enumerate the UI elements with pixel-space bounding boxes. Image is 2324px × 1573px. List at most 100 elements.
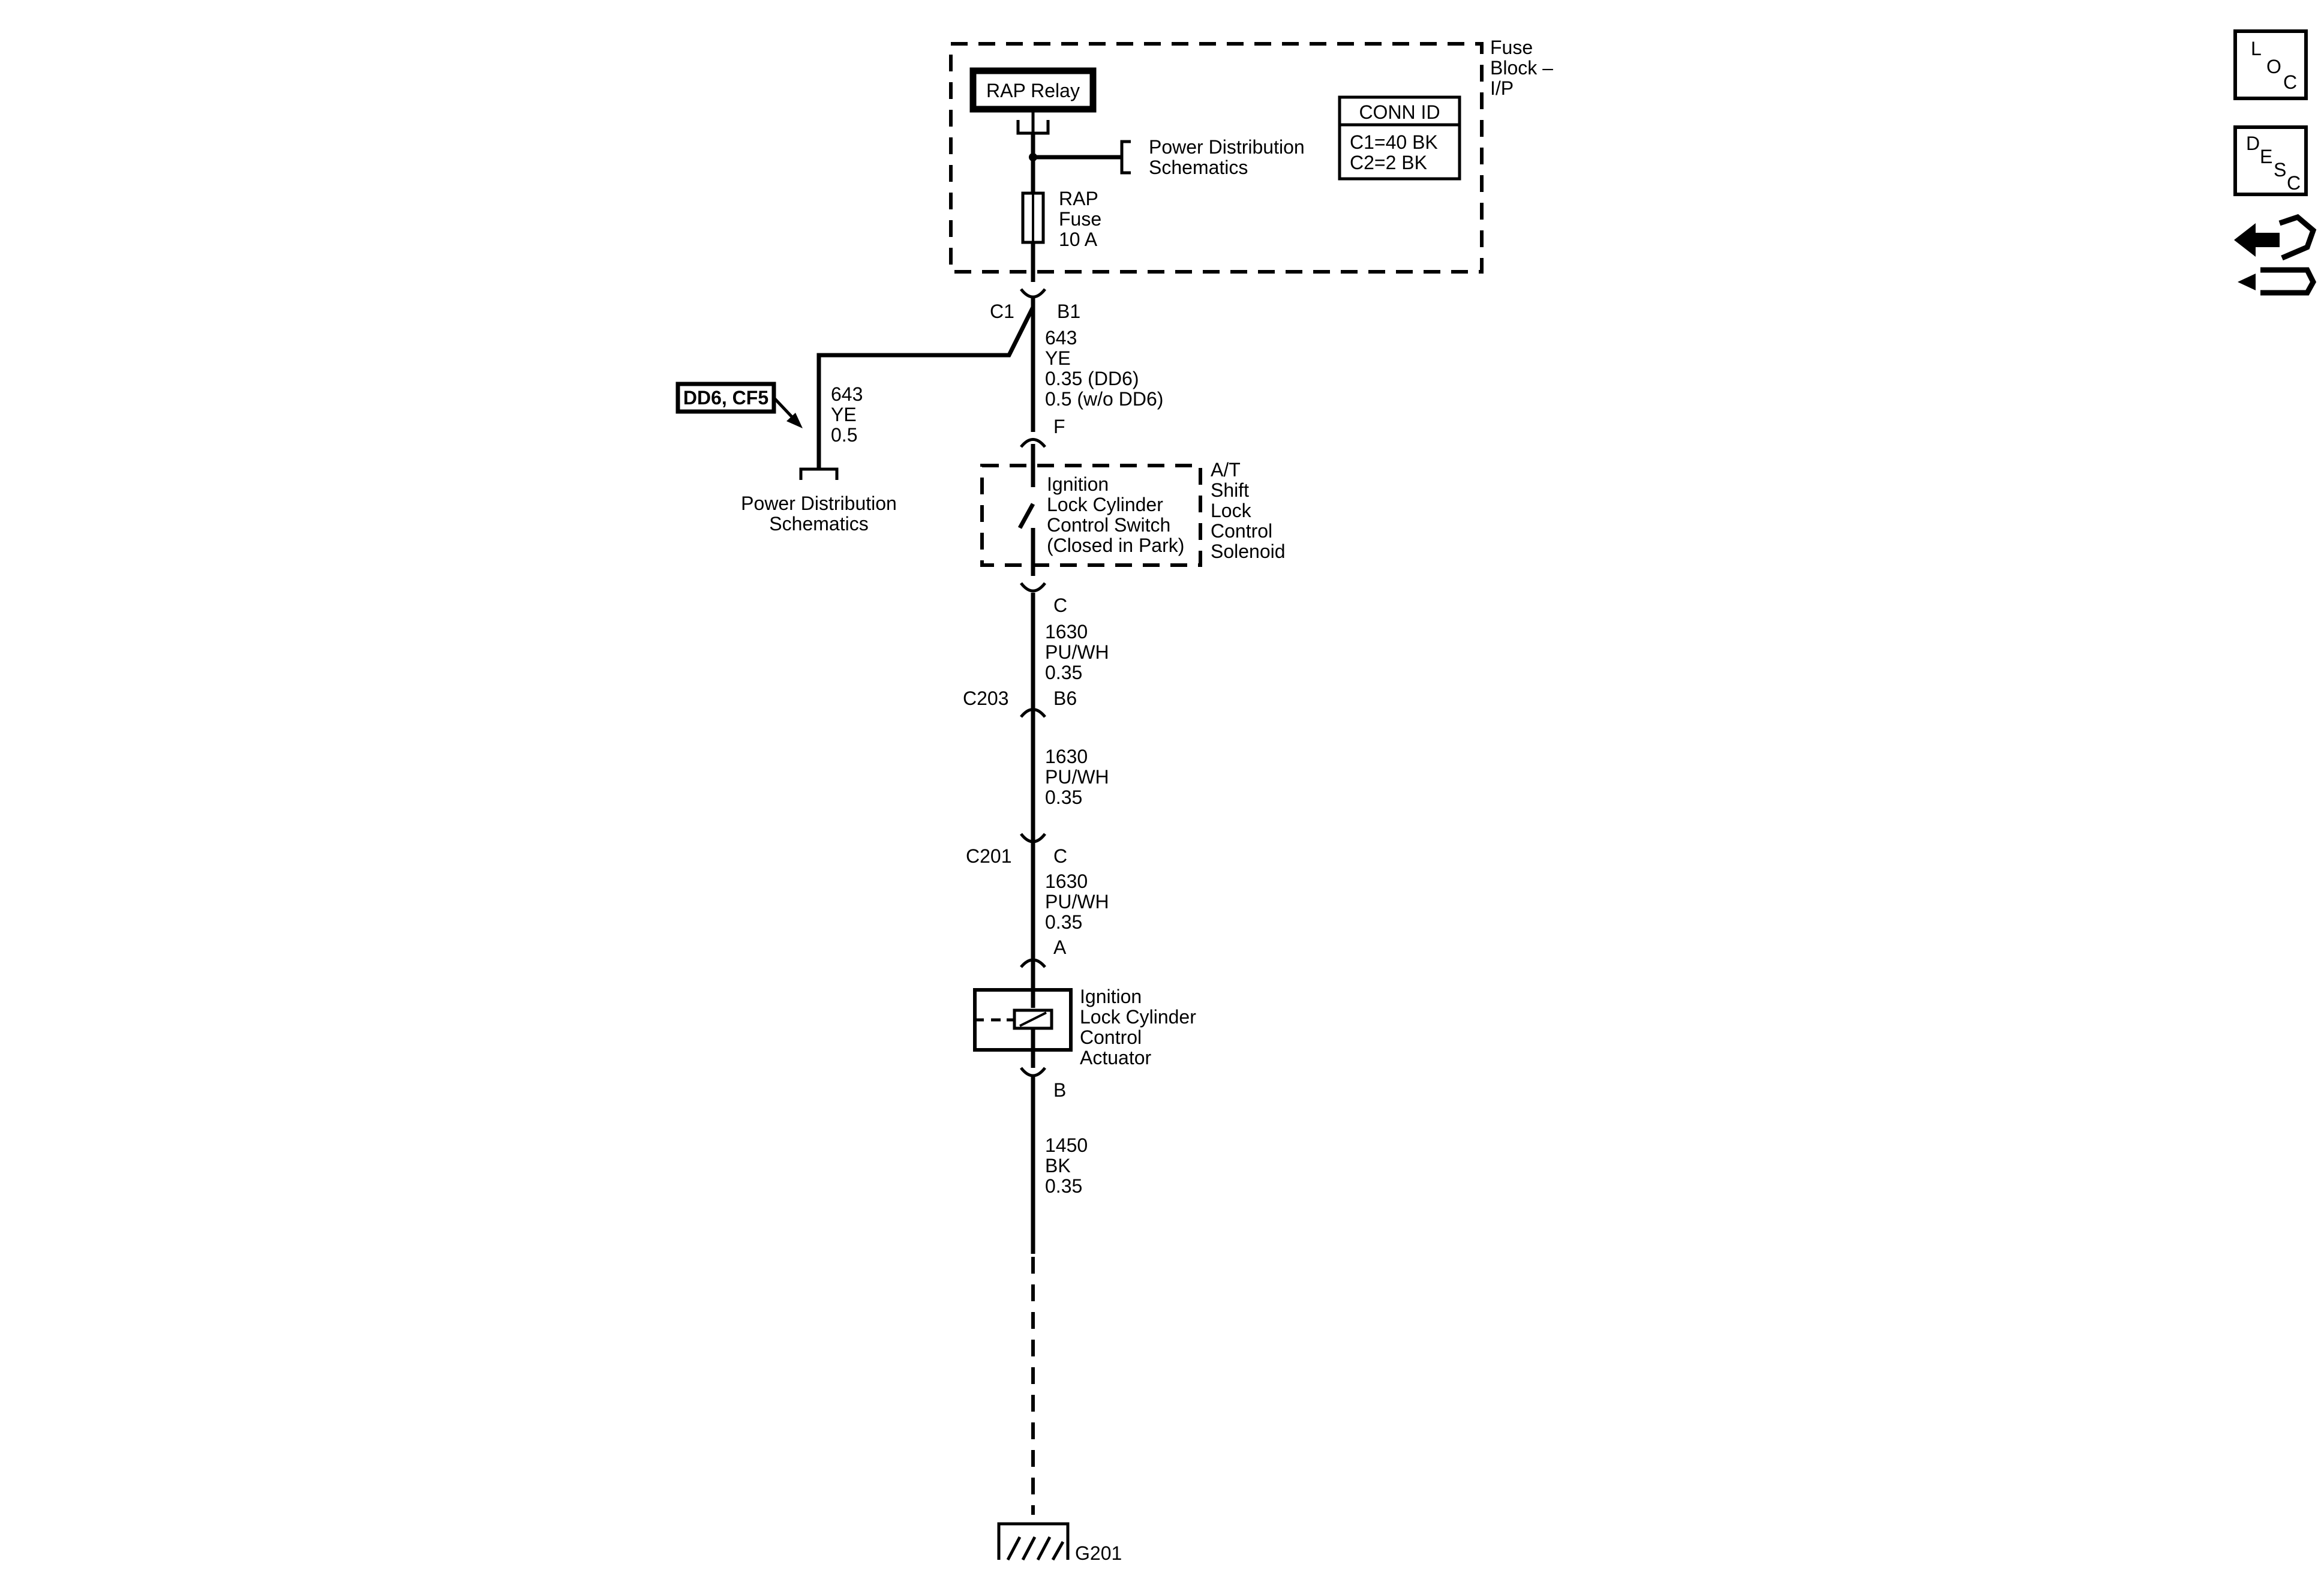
svg-text:YE: YE bbox=[1045, 347, 1071, 369]
option-tag-arrow bbox=[773, 397, 796, 421]
rap-relay-box[interactable] bbox=[969, 67, 1097, 113]
svg-text:PU/WH: PU/WH bbox=[1045, 641, 1109, 663]
svg-text:Power Distribution: Power Distribution bbox=[741, 493, 897, 514]
branch-power-distribution-ref[interactable]: Power Distribution Schematics bbox=[741, 493, 897, 535]
wire-1630-a-label: 1630 PU/WH 0.35 bbox=[1045, 621, 1109, 683]
svg-text:Lock Cylinder: Lock Cylinder bbox=[1047, 494, 1163, 515]
shift-lock-solenoid-boundary bbox=[980, 464, 1202, 567]
svg-text:Control: Control bbox=[1080, 1026, 1142, 1048]
svg-text:1630: 1630 bbox=[1045, 621, 1088, 643]
wire-1450-label: 1450 BK 0.35 bbox=[1045, 1134, 1088, 1197]
svg-text:0.35 (DD6): 0.35 (DD6) bbox=[1045, 368, 1139, 389]
connector-c203 bbox=[1020, 708, 1046, 718]
pin-f-label: F bbox=[1053, 416, 1065, 437]
conn-id-c2: C2=2 BK bbox=[1350, 152, 1427, 173]
connector-c201-label: C201 bbox=[966, 845, 1012, 867]
svg-text:0.5 (w/o DD6): 0.5 (w/o DD6) bbox=[1045, 388, 1163, 410]
svg-text:Schematics: Schematics bbox=[769, 513, 868, 535]
conn-id-box bbox=[1338, 95, 1461, 181]
svg-text:RAP: RAP bbox=[1059, 188, 1098, 209]
svg-text:C: C bbox=[2283, 71, 2297, 93]
connector-c203-label: C203 bbox=[963, 688, 1009, 709]
svg-text:10 A: 10 A bbox=[1059, 229, 1098, 250]
desc-button[interactable] bbox=[2233, 125, 2308, 196]
svg-text:PU/WH: PU/WH bbox=[1045, 766, 1109, 788]
svg-text:A/T: A/T bbox=[1211, 459, 1241, 481]
svg-text:YE: YE bbox=[831, 404, 857, 425]
svg-text:643: 643 bbox=[1045, 327, 1077, 349]
connector-c201 bbox=[1020, 833, 1046, 843]
connector-c1-b1 bbox=[1020, 288, 1046, 299]
svg-text:Ignition: Ignition bbox=[1047, 473, 1109, 495]
svg-text:Lock Cylinder: Lock Cylinder bbox=[1080, 1006, 1196, 1028]
ignition-lock-cylinder-control-switch[interactable] bbox=[1017, 503, 1035, 529]
wire-643-main-label: 643 YE 0.35 (DD6) 0.5 (w/o DD6) bbox=[1045, 327, 1163, 410]
fuse-block-boundary bbox=[949, 42, 1484, 274]
svg-text:O: O bbox=[2266, 56, 2281, 77]
svg-text:S: S bbox=[2274, 159, 2286, 181]
rap-fuse-label: RAP Fuse 10 A bbox=[1059, 188, 1101, 250]
pin-b1-label: B1 bbox=[1057, 301, 1080, 322]
svg-text:I/P: I/P bbox=[1490, 77, 1514, 99]
conn-id-title: CONN ID bbox=[1359, 101, 1440, 123]
svg-text:Control Switch: Control Switch bbox=[1047, 514, 1170, 536]
svg-text:E: E bbox=[2260, 146, 2272, 167]
svg-text:(Closed in Park): (Closed in Park) bbox=[1047, 535, 1184, 556]
svg-text:D: D bbox=[2246, 133, 2260, 154]
svg-text:L: L bbox=[2251, 38, 2262, 59]
ground-g201[interactable] bbox=[997, 1522, 1070, 1561]
svg-text:Fuse: Fuse bbox=[1059, 208, 1101, 230]
pin-a-label: A bbox=[1053, 936, 1067, 958]
pin-c-label: C bbox=[1053, 595, 1067, 616]
pin-b-label: B bbox=[1053, 1079, 1066, 1101]
relay-terminal bbox=[1016, 109, 1050, 135]
svg-text:0.35: 0.35 bbox=[1045, 911, 1082, 933]
pin-b6-label: B6 bbox=[1053, 688, 1077, 709]
pin-c201-c-label: C bbox=[1053, 845, 1067, 867]
svg-text:0.35: 0.35 bbox=[1045, 662, 1082, 683]
loc-button-label: L O C bbox=[2251, 38, 2297, 93]
svg-text:Power Distribution: Power Distribution bbox=[1149, 136, 1305, 158]
svg-text:Fuse: Fuse bbox=[1490, 37, 1533, 58]
svg-text:Schematics: Schematics bbox=[1149, 157, 1248, 178]
svg-text:Shift: Shift bbox=[1211, 479, 1249, 501]
svg-text:Solenoid: Solenoid bbox=[1211, 541, 1286, 562]
svg-text:C: C bbox=[2287, 172, 2301, 194]
wire-643-branch bbox=[816, 306, 1035, 469]
svg-text:Actuator: Actuator bbox=[1080, 1047, 1152, 1068]
svg-text:Lock: Lock bbox=[1211, 500, 1252, 521]
connector-switch-out-c bbox=[1020, 582, 1046, 593]
connector-f bbox=[1020, 438, 1046, 448]
wire-1630-b-label: 1630 PU/WH 0.35 bbox=[1045, 746, 1109, 808]
shift-lock-solenoid-label: A/T Shift Lock Control Solenoid bbox=[1211, 459, 1286, 562]
connector-c1-label: C1 bbox=[990, 301, 1014, 322]
svg-text:Control: Control bbox=[1211, 520, 1272, 542]
svg-text:0.35: 0.35 bbox=[1045, 786, 1082, 808]
rap-relay-label: RAP Relay bbox=[986, 80, 1080, 101]
wire-643-branch-label: 643 YE 0.5 bbox=[831, 383, 863, 446]
desc-button-label: D E S C bbox=[2246, 133, 2301, 194]
option-tag-box bbox=[675, 382, 776, 414]
service-hand-icon[interactable] bbox=[2234, 214, 2317, 296]
connector-b bbox=[1020, 1067, 1046, 1077]
svg-text:Block –: Block – bbox=[1490, 57, 1553, 79]
power-distribution-bracket bbox=[1120, 140, 1131, 175]
conn-id-c1: C1=40 BK bbox=[1350, 131, 1438, 153]
loc-button[interactable] bbox=[2233, 29, 2308, 100]
svg-text:1630: 1630 bbox=[1045, 746, 1088, 767]
power-distribution-ref[interactable]: Power Distribution Schematics bbox=[1149, 136, 1305, 178]
connector-a bbox=[1020, 958, 1046, 968]
svg-text:0.5: 0.5 bbox=[831, 424, 857, 446]
option-tag-label: DD6, CF5 bbox=[683, 387, 768, 409]
switch-label: Ignition Lock Cylinder Control Switch (C… bbox=[1047, 473, 1184, 556]
svg-text:0.35: 0.35 bbox=[1045, 1175, 1082, 1197]
svg-text:1630: 1630 bbox=[1045, 870, 1088, 892]
svg-text:Ignition: Ignition bbox=[1080, 986, 1142, 1007]
actuator-label: Ignition Lock Cylinder Control Actuator bbox=[1080, 986, 1196, 1068]
svg-text:643: 643 bbox=[831, 383, 863, 405]
svg-text:BK: BK bbox=[1045, 1155, 1071, 1176]
ground-g201-label: G201 bbox=[1075, 1542, 1122, 1564]
svg-text:PU/WH: PU/WH bbox=[1045, 891, 1109, 912]
branch-power-distribution-bracket bbox=[799, 467, 839, 480]
